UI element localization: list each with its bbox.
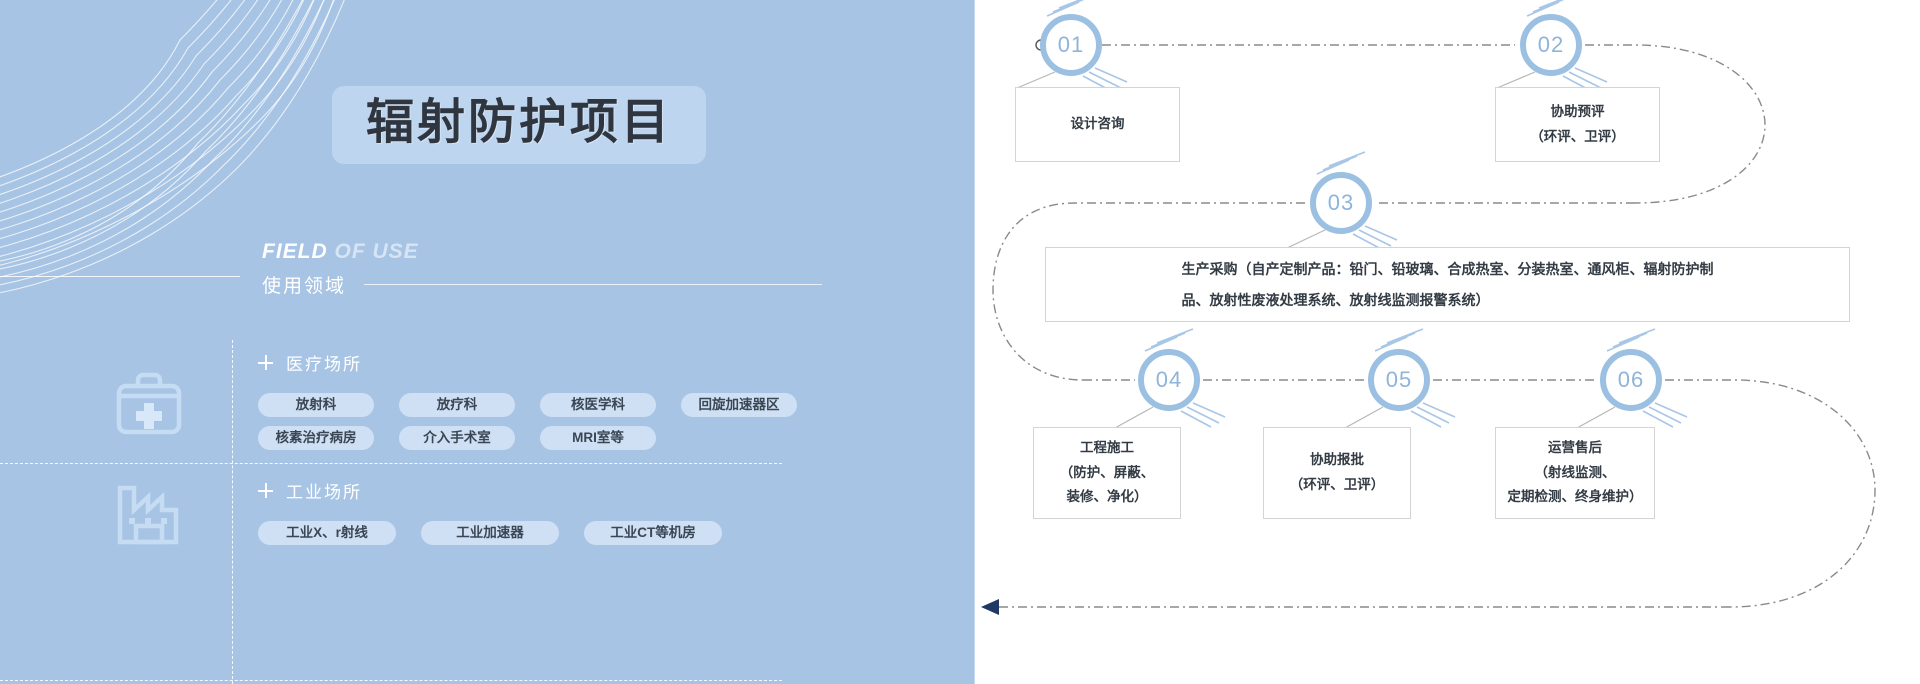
flow-box-01[interactable]: 设计咨询: [1015, 87, 1180, 162]
vertical-dashed-divider: [232, 340, 233, 684]
flow-end-arrow: [981, 599, 999, 615]
factory-icon: [117, 485, 179, 545]
tag-nuclide-therapy-ward[interactable]: 核素治疗病房: [258, 426, 374, 450]
tag-radiology[interactable]: 放射科: [258, 393, 374, 417]
flow-box-06-text: 运营售后 （射线监测、 定期检测、终身维护）: [1507, 439, 1643, 505]
section-heading-rule: [364, 284, 822, 285]
flow-node-06-number: 06: [1617, 367, 1645, 392]
tag-radiotherapy[interactable]: 放疗科: [399, 393, 515, 417]
tag-industrial-accelerator[interactable]: 工业加速器: [421, 521, 559, 545]
page-title-badge: 辐射防护项目: [332, 86, 707, 164]
page-title: 辐射防护项目: [366, 96, 673, 149]
section-heading-en-strong: FIELD: [262, 240, 328, 263]
first-aid-kit-icon: [116, 372, 182, 435]
flow-box-02[interactable]: 协助预评 （环评、卫评）: [1495, 87, 1660, 162]
plus-icon: [258, 355, 273, 370]
flow-node-04-number: 04: [1155, 367, 1183, 392]
flow-box-05-text: 协助报批 （环评、卫评）: [1289, 452, 1385, 492]
flowchart-panel: 01 02 03 04 05 06 设计咨询 协助预评 （环评、卫评） 生产采购…: [975, 0, 1920, 684]
category-industrial-title-label: 工业场所: [286, 483, 362, 502]
tag-row: 工业X、r射线 工业加速器 工业CT等机房: [258, 521, 747, 545]
category-industrial-title: 工业场所: [258, 478, 747, 503]
section-heading-en: FIELD OF USE: [262, 241, 822, 262]
category-medical-title-label: 医疗场所: [286, 355, 362, 374]
flow-box-03[interactable]: 生产采购（自产定制产品：铅门、铅玻璃、合成热室、分装热室、通风柜、辐射防护制 品…: [1045, 247, 1850, 322]
horizontal-dashed-divider: [0, 463, 782, 464]
flow-node-05-number: 05: [1385, 367, 1413, 392]
flow-node-06[interactable]: 06: [1600, 349, 1662, 411]
tag-nuclear-medicine[interactable]: 核医学科: [540, 393, 656, 417]
tag-row: 放射科 放疗科 核医学科 回旋加速器区: [258, 393, 822, 417]
flow-node-01[interactable]: 01: [1040, 14, 1102, 76]
flow-box-05[interactable]: 协助报批 （环评、卫评）: [1263, 427, 1411, 519]
flow-node-02-number: 02: [1537, 32, 1565, 57]
category-industrial: 工业场所 工业X、r射线 工业加速器 工业CT等机房: [258, 478, 747, 554]
flow-node-03[interactable]: 03: [1310, 172, 1372, 234]
flow-node-04[interactable]: 04: [1138, 349, 1200, 411]
section-heading-en-light: OF USE: [334, 240, 419, 263]
flow-node-01-number: 01: [1057, 32, 1085, 57]
plus-icon: [258, 483, 273, 498]
flow-box-02-text: 协助预评 （环评、卫评）: [1530, 103, 1625, 144]
tag-cyclotron-area[interactable]: 回旋加速器区: [681, 393, 797, 417]
category-medical-title: 医疗场所: [258, 350, 822, 375]
header-divider: [0, 276, 240, 277]
section-heading: FIELD OF USE 使用领域: [262, 241, 822, 298]
tag-mri-room[interactable]: MRI室等: [540, 426, 656, 450]
flow-box-01-text: 设计咨询: [1070, 116, 1125, 132]
horizontal-dashed-divider-bottom: [0, 680, 782, 681]
flow-box-04[interactable]: 工程施工 （防护、屏蔽、 装修、净化）: [1033, 427, 1181, 519]
panel-edge: [974, 0, 975, 684]
flow-box-06[interactable]: 运营售后 （射线监测、 定期检测、终身维护）: [1495, 427, 1655, 519]
tag-interventional-or[interactable]: 介入手术室: [399, 426, 515, 450]
tag-industrial-ct-room[interactable]: 工业CT等机房: [584, 521, 722, 545]
title-wrap: 辐射防护项目: [332, 86, 707, 164]
tag-industrial-xray[interactable]: 工业X、r射线: [258, 521, 396, 545]
flow-node-03-number: 03: [1327, 190, 1355, 215]
category-medical: 医疗场所 放射科 放疗科 核医学科 回旋加速器区 核素治疗病房 介入手术室 MR…: [258, 350, 822, 459]
flow-node-05[interactable]: 05: [1368, 349, 1430, 411]
tag-row: 核素治疗病房 介入手术室 MRI室等: [258, 426, 822, 450]
section-heading-cn: 使用领域: [262, 276, 347, 297]
flow-box-04-text: 工程施工 （防护、屏蔽、 装修、净化）: [1059, 439, 1155, 505]
flow-box-03-text: 生产采购（自产定制产品：铅门、铅玻璃、合成热室、分装热室、通风柜、辐射防护制 品…: [1181, 260, 1714, 308]
left-panel: 辐射防护项目 FIELD OF USE 使用领域: [0, 0, 975, 684]
flow-node-02[interactable]: 02: [1520, 14, 1582, 76]
